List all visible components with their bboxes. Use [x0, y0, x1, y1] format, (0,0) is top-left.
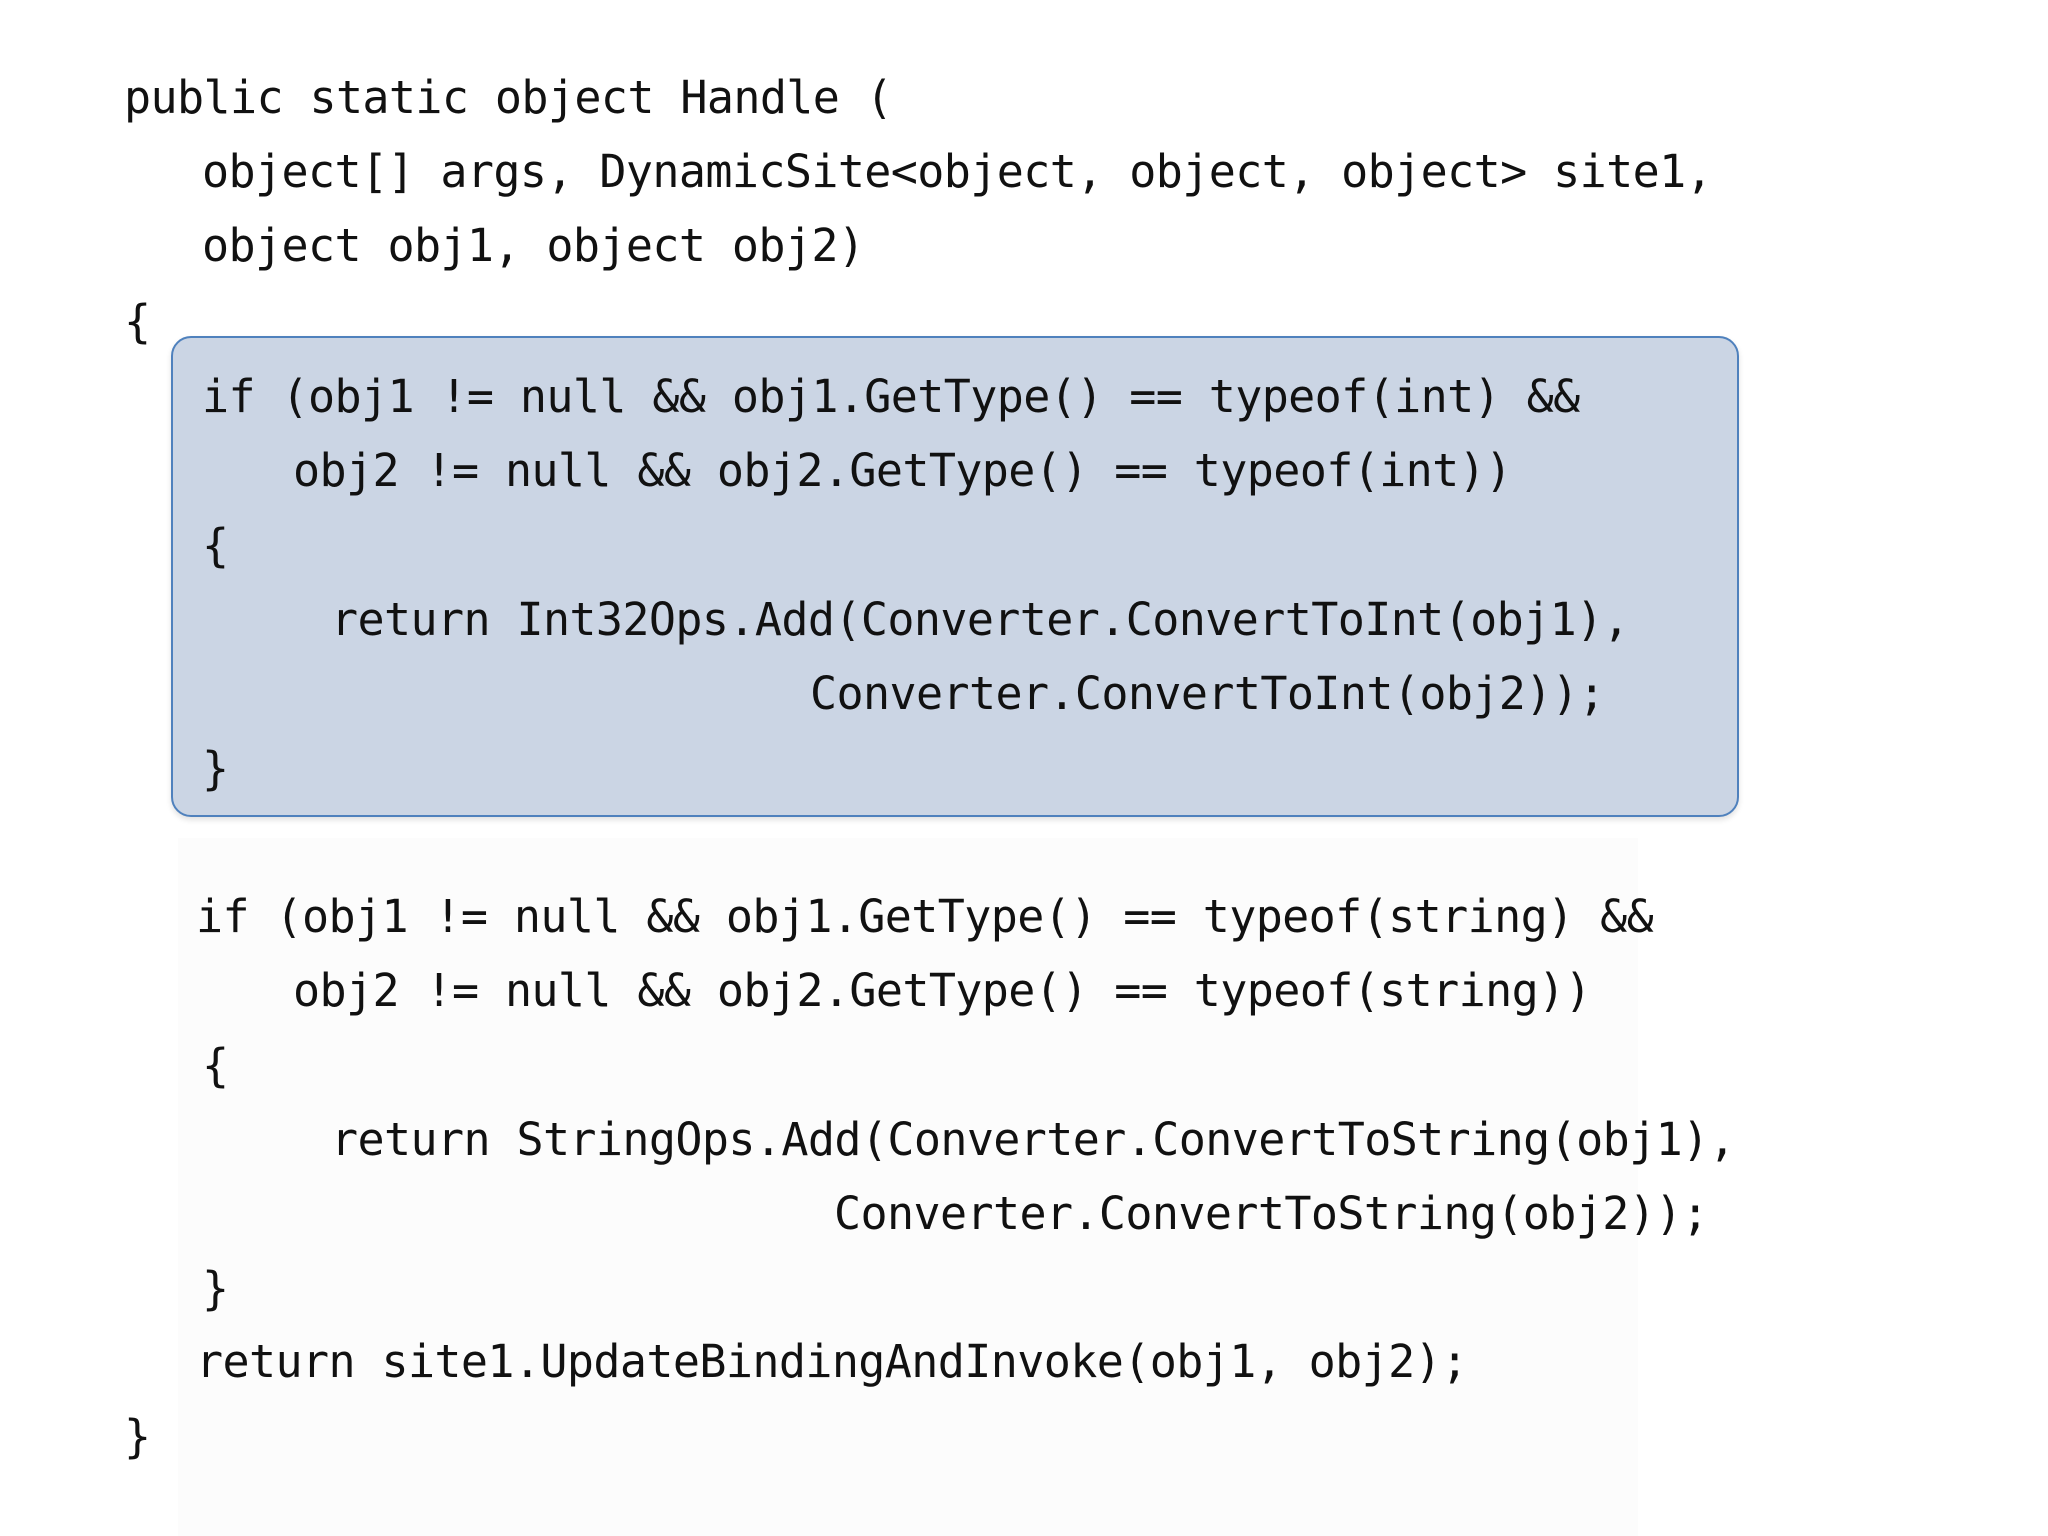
int-return-line-2: Converter.ConvertToInt(obj2)); — [810, 667, 1605, 720]
method-close-brace: } — [124, 1410, 151, 1463]
int-return-line-1: return Int32Ops.Add(Converter.ConvertToI… — [331, 593, 1630, 646]
string-condition-line-1: if (obj1 != null && obj1.GetType() == ty… — [196, 890, 1654, 943]
int-condition-line-1: if (obj1 != null && obj1.GetType() == ty… — [202, 370, 1580, 423]
int-block-close-brace: } — [202, 742, 229, 795]
signature-line-3: object obj1, object obj2) — [202, 219, 865, 272]
method-open-brace: { — [124, 295, 151, 348]
string-return-line-2: Converter.ConvertToString(obj2)); — [834, 1187, 1709, 1240]
signature-line-2: object[] args, DynamicSite<object, objec… — [202, 145, 1713, 198]
string-block-open-brace: { — [202, 1039, 229, 1092]
fallback-return-line: return site1.UpdateBindingAndInvoke(obj1… — [196, 1335, 1468, 1388]
background-shade — [178, 838, 1638, 1536]
string-condition-line-2: obj2 != null && obj2.GetType() == typeof… — [293, 964, 1592, 1017]
int-block-open-brace: { — [202, 519, 229, 572]
int-condition-line-2: obj2 != null && obj2.GetType() == typeof… — [293, 444, 1512, 497]
int-branch-highlight — [171, 336, 1739, 817]
string-block-close-brace: } — [202, 1262, 229, 1315]
string-return-line-1: return StringOps.Add(Converter.ConvertTo… — [331, 1113, 1736, 1166]
signature-line-1: public static object Handle ( — [124, 71, 893, 124]
